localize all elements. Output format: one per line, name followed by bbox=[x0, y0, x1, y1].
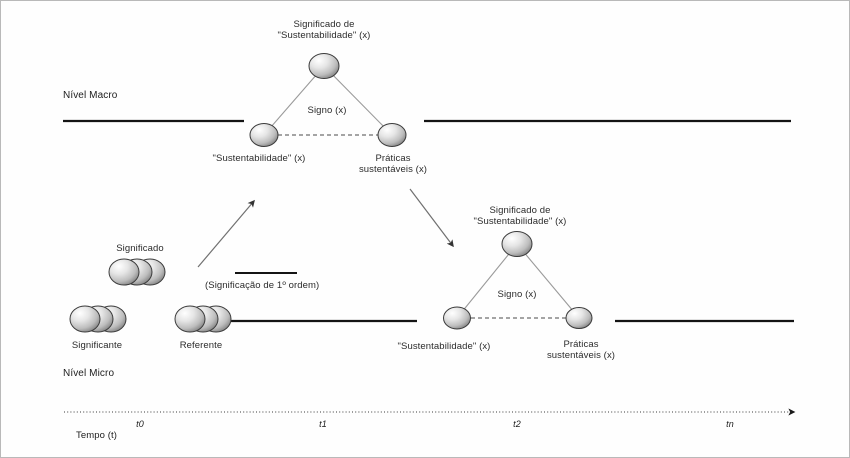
time-tick-t1: t1 bbox=[319, 419, 327, 429]
t2-right-label: Práticas sustentáveis (x) bbox=[546, 339, 616, 361]
t1-right-label: Práticas sustentáveis (x) bbox=[358, 153, 428, 175]
t1-left-label: "Sustentabilidade" (x) bbox=[212, 153, 306, 164]
node-significado-t2 bbox=[501, 231, 533, 257]
sphere-stack-significante bbox=[69, 305, 127, 333]
node-significado-t1 bbox=[308, 53, 340, 79]
significante-label: Significante bbox=[71, 340, 123, 351]
arrow-micro-to-macro bbox=[197, 199, 255, 268]
t1-apex-label: Significado de "Sustentabilidade" (x) bbox=[277, 19, 371, 41]
triangle-t2 bbox=[443, 231, 593, 330]
time-tick-t0: t0 bbox=[136, 419, 144, 429]
t2-center-label: Signo (x) bbox=[497, 289, 537, 300]
t1-center-label: Signo (x) bbox=[307, 105, 347, 116]
time-tick-tn: tn bbox=[726, 419, 734, 429]
time-tick-t2: t2 bbox=[513, 419, 521, 429]
micro-level-label: Nível Micro bbox=[63, 368, 115, 379]
time-axis-label: Tempo (t) bbox=[76, 430, 118, 441]
referente-label: Referente bbox=[179, 340, 223, 351]
arrow-macro-to-micro bbox=[409, 188, 454, 248]
node-praticas-t2 bbox=[565, 307, 593, 329]
macro-level-label: Nível Macro bbox=[63, 90, 118, 101]
t2-apex-label: Significado de "Sustentabilidade" (x) bbox=[473, 205, 567, 227]
node-praticas-t1 bbox=[377, 123, 407, 147]
node-sustentabilidade-t2 bbox=[443, 306, 471, 330]
node-sustentabilidade-t1 bbox=[249, 123, 279, 147]
sphere-stack-referente bbox=[174, 305, 232, 333]
t2-left-label: "Sustentabilidade" (x) bbox=[397, 341, 491, 352]
first-order-note: (Significação de 1º ordem) bbox=[205, 280, 320, 291]
significado-label: Significado bbox=[116, 243, 164, 254]
triangle-t1 bbox=[249, 53, 407, 147]
sphere-stack-significado bbox=[108, 258, 166, 286]
